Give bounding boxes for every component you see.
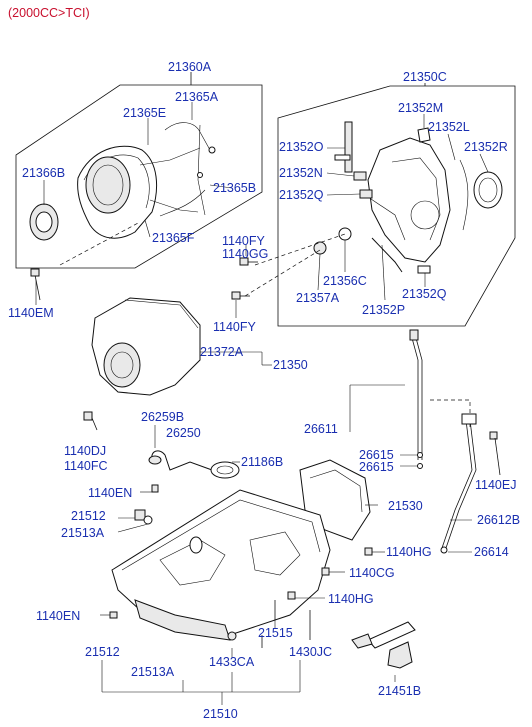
label-21513a-1: 21513A [61,526,105,540]
label-21365f: 21365F [152,231,195,245]
sealant-tube [351,621,416,682]
label-21512-2: 21512 [85,645,120,659]
label-1140gg: 1140GG [222,247,268,261]
drain-plug [117,509,153,533]
label-1433ca: 1433CA [209,655,255,669]
bolt-1140em [30,268,41,301]
part-labels: 21360A 21365A 21365E 21366B 21365B 21365… [8,60,520,721]
crank-seal [29,203,59,241]
label-1140hg-2: 1140HG [328,592,374,606]
label-26612b: 26612B [477,513,520,527]
label-21365e: 21365E [123,106,166,120]
label-21352r: 21352R [464,140,508,154]
label-1140dj: 1140DJ [64,444,106,458]
label-21451b: 21451B [378,684,421,698]
dipstick [349,329,423,469]
dipstick-guide-tube [430,399,477,554]
timing-cover-upper [77,145,206,239]
label-21515: 21515 [258,626,293,640]
label-1140hg-1: 1140HG [386,545,432,559]
label-21186b: 21186B [241,455,283,469]
label-26250: 26250 [166,426,201,440]
timing-cover-box [15,72,263,269]
label-21352n: 21352N [279,166,323,180]
label-1140fc: 1140FC [64,459,108,473]
label-21357a: 21357A [296,291,340,305]
label-26259b: 26259B [141,410,184,424]
leaders-bottom [101,620,301,705]
label-21530: 21530 [388,499,423,513]
label-21365b: 21365B [213,181,256,195]
label-21366b: 21366B [22,166,65,180]
label-1140cg: 1140CG [349,566,395,580]
label-21352p: 21352P [362,303,405,317]
label-21513a-2: 21513A [131,665,175,679]
label-1140fy-1: 1140FY [222,234,266,248]
label-21510: 21510 [203,707,238,721]
label-21372a: 21372A [200,345,244,359]
label-21350: 21350 [273,358,308,372]
label-26615-1: 26615 [359,448,394,462]
oil-pan [111,489,331,641]
lower-timing-cover [91,297,272,396]
label-21365a: 21365A [175,90,219,104]
label-21350c: 21350C [403,70,447,84]
timing-rear-small-parts [313,121,503,274]
bolt-1140dj [83,411,98,431]
label-21352m: 21352M [398,101,443,115]
label-21352q-1: 21352Q [279,188,324,202]
label-26614: 26614 [474,545,509,559]
timing-rear-cover [364,137,451,263]
timing-gasket-parts [149,122,216,216]
diagram-header: (2000CC>TCI) [8,6,90,20]
label-1140en-1: 1140EN [88,486,132,500]
label-1140em: 1140EM [8,306,54,320]
label-1140ej: 1140EJ [475,478,516,492]
label-21352q-2: 21352Q [402,287,447,301]
label-1140en-2: 1140EN [36,609,80,623]
leaders-left [35,102,233,305]
label-21360a: 21360A [168,60,212,74]
oil-pickup [148,425,240,479]
label-1430jc: 1430JC [289,645,332,659]
bolt-1140ej [489,431,501,476]
label-1140fy-2: 1140FY [213,320,257,334]
timing-rear-box [277,83,516,327]
label-21512-1: 21512 [71,509,106,523]
label-26615-2: 26615 [359,460,394,474]
leaders-right [244,114,489,301]
label-21352l: 21352L [428,120,470,134]
label-21356c: 21356C [323,274,367,288]
label-21352o: 21352O [279,140,324,154]
pan-bolts [100,484,385,648]
bolts-1140fy-1140gg [231,245,258,318]
label-26611: 26611 [304,422,338,436]
